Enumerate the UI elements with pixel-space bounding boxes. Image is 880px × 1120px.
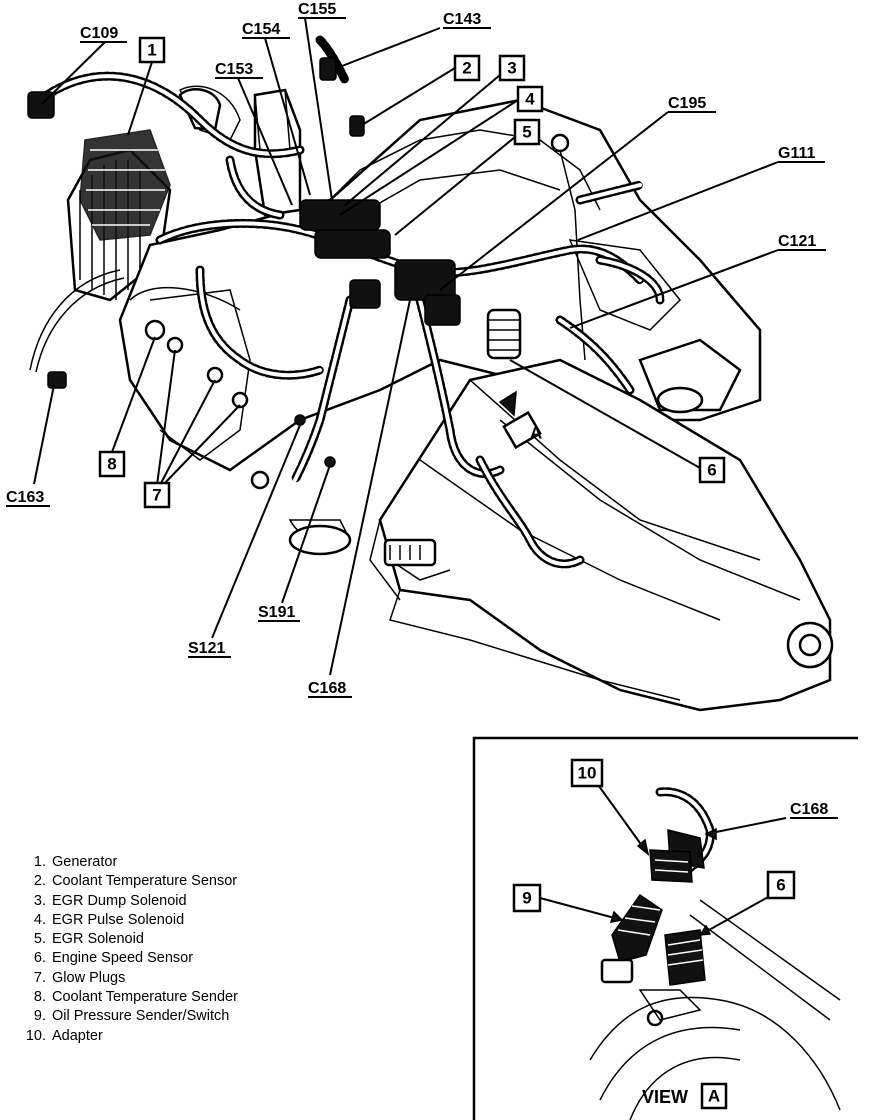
callout-9: 9 (522, 889, 531, 908)
legend-item: 5.EGR Solenoid (33, 931, 144, 948)
legend-item: 10.Adapter (25, 1027, 103, 1044)
view-a-inset: 10 C168 9 6 VIEW A (472, 736, 858, 1120)
label-g111: G111 (778, 145, 815, 162)
callout-4: 4 (525, 90, 535, 109)
legend-item: 6.Engine Speed Sensor (33, 950, 194, 967)
box-6-view (766, 870, 796, 900)
parts-legend: 1.Generator 2.Coolant Temperature Sensor… (20, 853, 238, 1046)
callout-6-view: 6 (776, 876, 785, 895)
legend-item: 4.EGR Pulse Solenoid (33, 911, 185, 928)
view-letter: A (708, 1087, 720, 1106)
view-arrow-letter: A (530, 424, 542, 443)
box-9 (512, 883, 542, 913)
legend-item: 8.Coolant Temperature Sender (33, 989, 238, 1006)
box-10 (570, 758, 604, 788)
box-6 (698, 456, 726, 484)
engine-illustration: A (27, 35, 834, 712)
view-letter-box (700, 1082, 728, 1110)
box-1 (138, 36, 166, 64)
callout-5: 5 (522, 123, 531, 142)
label-s191: S191 (258, 604, 295, 621)
label-c109: C109 (80, 25, 118, 42)
label-s121: S121 (188, 640, 225, 657)
legend-item: 1.Generator (33, 854, 118, 870)
callout-7: 7 (152, 486, 161, 505)
legend-item: 2.Coolant Temperature Sensor (33, 873, 238, 890)
label-c143: C143 (443, 11, 481, 28)
label-c163: C163 (6, 489, 44, 506)
box-3 (498, 54, 526, 82)
box-7 (143, 481, 171, 509)
callout-10: 10 (578, 764, 597, 783)
label-c155: C155 (298, 1, 336, 18)
label-c195: C195 (668, 95, 706, 112)
legend-item: 9.Oil Pressure Sender/Switch (33, 1008, 230, 1025)
label-c153: C153 (215, 61, 253, 78)
view-label: VIEW (642, 1087, 688, 1107)
label-c121: C121 (778, 233, 816, 250)
callout-8: 8 (107, 455, 116, 474)
callout-labels: C109 C154 C155 C143 C153 C195 G111 C121 … (6, 1, 826, 698)
callout-3: 3 (507, 59, 516, 78)
label-c168: C168 (308, 680, 346, 697)
box-2 (453, 54, 481, 82)
box-5 (513, 118, 541, 146)
box-4 (516, 85, 544, 113)
label-c154: C154 (242, 21, 280, 38)
callout-6: 6 (707, 461, 716, 480)
legend-item: 7.Glow Plugs (33, 969, 126, 986)
box-8 (98, 450, 126, 478)
callout-2: 2 (462, 59, 471, 78)
callout-1: 1 (147, 41, 156, 60)
label-c168-view: C168 (790, 801, 828, 818)
legend-item: 3.EGR Dump Solenoid (33, 892, 187, 909)
leader-lines (33, 17, 779, 676)
